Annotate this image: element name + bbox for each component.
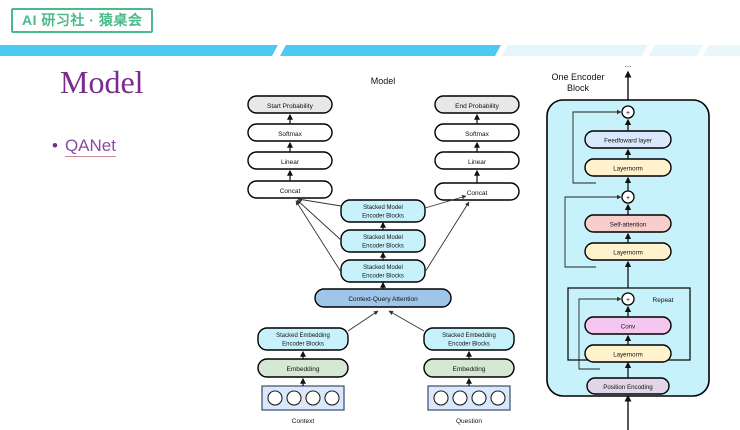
one-encoder-block-panel: One Encoder Block ... + Feedfoward layer… [546,60,710,430]
node-softmax-right-label: Softmax [465,131,490,138]
node-stacked-model-encoder-blocks-line2: Encoder Blocks [362,274,404,280]
token-circle [305,390,321,406]
node-concat-left-label: Concat [280,188,301,195]
input-label-question: Question [456,418,482,425]
node-layernorm-feedforward-label: Layernorm [613,166,643,173]
token-circle [471,390,487,406]
encoder-panel-title-line1: One Encoder [551,72,604,82]
node-stacked-embedding-encoder-line1: Stacked Embedding [442,333,496,339]
node-stacked-model-encoder-blocks-line1: Stacked Model [363,265,403,271]
add-node-feedforward [621,105,635,119]
node-stacked-model-encoder-blocks-line2: Encoder Blocks [362,244,404,250]
page-title: Model [60,64,144,100]
node-feedforward-layer-label: Feedfoward layer [604,138,652,145]
node-stacked-embedding-encoder-blocks [423,327,515,351]
right-output-column: End Probability Softmax Linear Concat [434,95,520,201]
token-circle [286,390,302,406]
repeat-label: Repeat [653,297,674,304]
add-node-feedforward-symbol: + [626,110,630,117]
node-linear-right-label: Linear [468,159,487,166]
node-layernorm-conv-label: Layernorm [613,352,643,359]
node-start-probability-label: Start Probability [267,103,314,110]
token-circle [267,390,283,406]
node-stacked-embedding-encoder-line1: Stacked Embedding [276,333,330,339]
ellipsis-marker: ... [625,60,632,69]
input-label-context: Context [292,418,315,425]
brand-label: AI 研习社 · 猿桌会 [22,12,143,28]
node-softmax-left-label: Softmax [278,131,303,138]
node-end-probability-label: End Probability [455,103,499,110]
node-linear-left-label: Linear [281,159,300,166]
add-node-conv [621,292,635,306]
node-stacked-embedding-encoder-blocks [257,327,349,351]
bullet-marker: • [52,136,58,155]
token-circle [433,390,449,406]
context-input-branch: Stacked Embedding Encoder Blocks Embeddi… [257,310,379,425]
node-stacked-model-encoder-blocks-line1: Stacked Model [363,205,403,211]
token-circle [452,390,468,406]
node-stacked-embedding-encoder-line2: Encoder Blocks [448,342,490,348]
node-stacked-model-encoder-blocks-line2: Encoder Blocks [362,214,404,220]
node-self-attention-label: Self-attention [610,222,647,229]
node-embedding-right-label: Embedding [453,366,486,373]
encoder-to-left-concat-arrows [295,197,342,273]
node-stacked-embedding-encoder-line2: Encoder Blocks [282,342,324,348]
bullet-label: QANet [64,136,116,157]
node-context-query-attention-label: Context-Query Attention [348,296,418,303]
stacked-model-encoder-group: Stacked Model Encoder Blocks Stacked Mod… [340,199,426,283]
diagram-title: Model [371,76,396,86]
node-position-encoding-label: Position Encoding [603,384,653,391]
question-input-branch: Stacked Embedding Encoder Blocks Embeddi… [388,310,515,425]
token-circle [490,390,506,406]
add-node-conv-symbol: + [626,297,630,304]
left-output-column: Start Probability Softmax Linear Concat [247,95,333,199]
node-start-probability [247,95,333,114]
node-end-probability [434,95,520,114]
node-embedding-left-label: Embedding [287,366,320,373]
add-node-selfattention-symbol: + [626,195,630,202]
token-circle [324,390,340,406]
encoder-to-right-concat-arrows [424,194,470,273]
node-concat-right-label: Concat [467,190,488,197]
node-stacked-model-encoder-blocks-line1: Stacked Model [363,235,403,241]
encoder-panel-title-line2: Block [567,83,590,93]
node-conv-label: Conv [621,324,636,331]
node-layernorm-selfattention-label: Layernorm [613,250,643,257]
brand-badge: AI 研习社 · 猿桌会 [11,8,154,33]
bullet-item: • QANet [52,136,116,157]
